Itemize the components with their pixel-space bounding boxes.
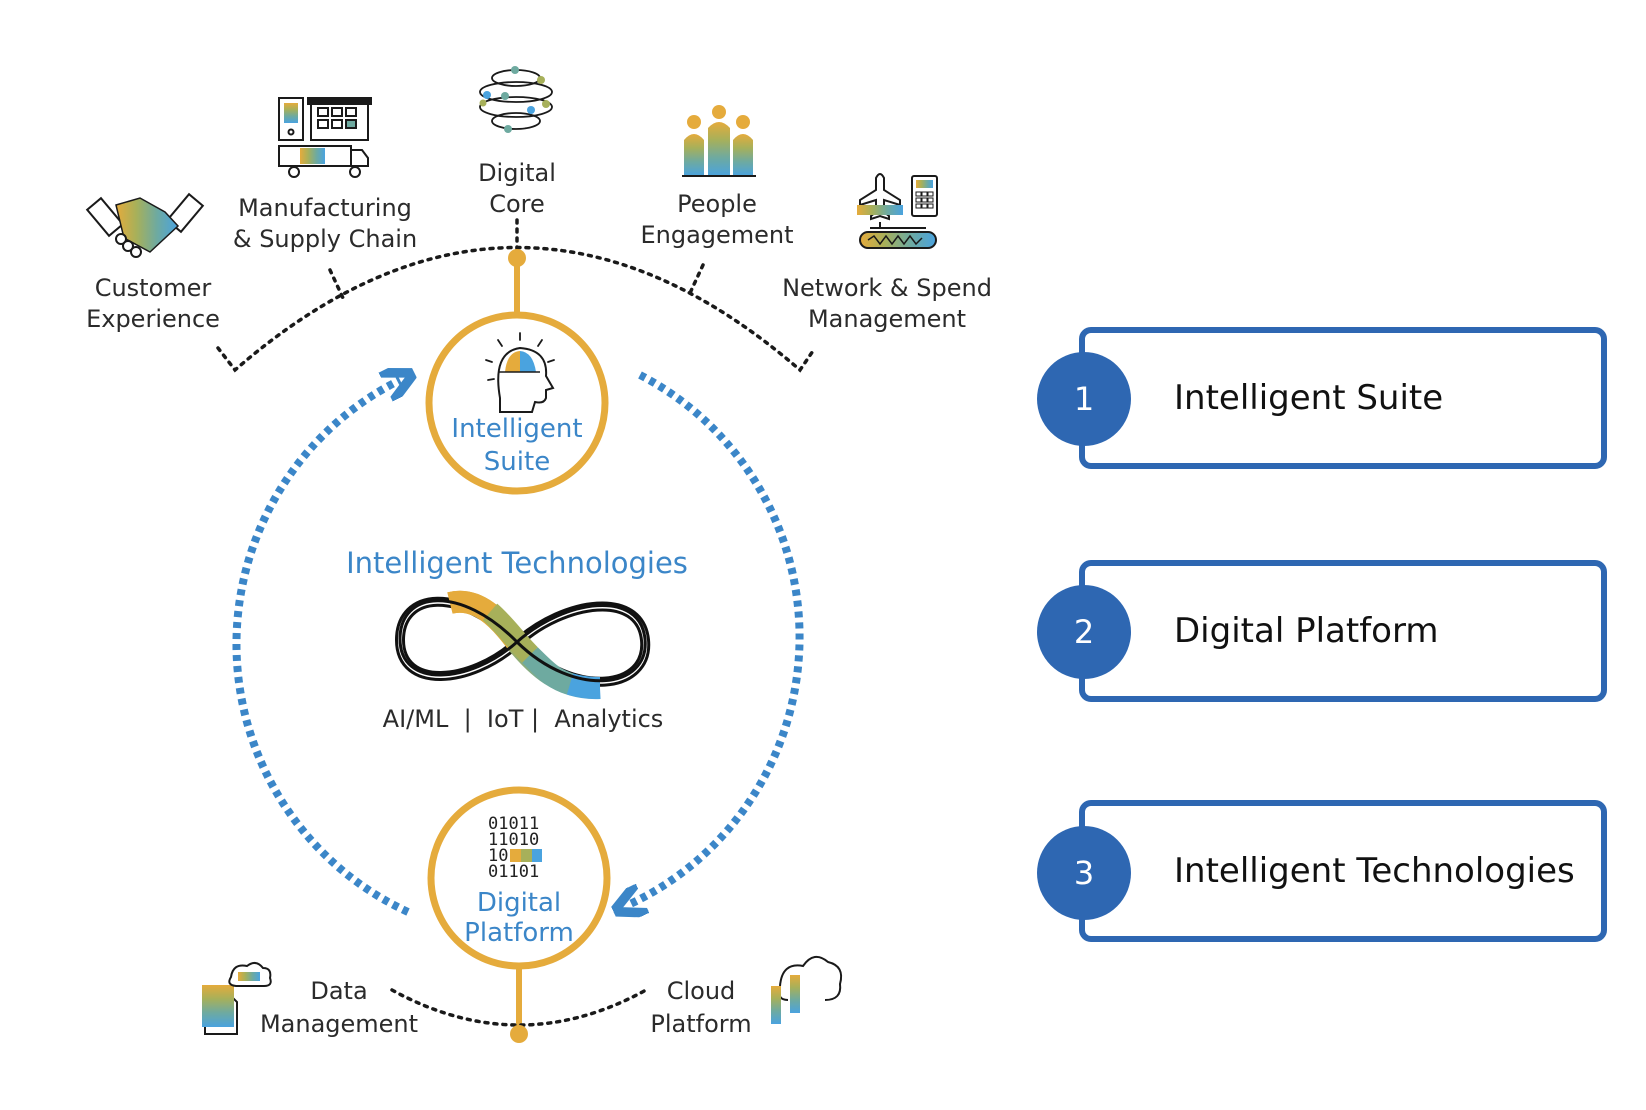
legend-label-intelligent-suite: Intelligent Suite [1174,378,1444,418]
bottom-connector-dot [510,1025,528,1043]
svg-text:01101: 01101 [488,862,539,882]
factory-truck-icon [278,97,372,178]
svg-text:01011: 01011 [488,814,539,834]
intelligent-suite-label-2: Suite [484,447,550,477]
digital-core-label-2: Core [489,190,545,218]
bottom-connector-arc [390,988,648,1027]
head-idea-icon [485,332,555,413]
binary-code-icon: 01011 11010 10 01101 [488,814,542,882]
tick-people [688,263,705,295]
documents-cloud-icon [202,962,272,1035]
data-management-label-2: Management [260,1010,418,1038]
legend-badge-1: 1 [1037,352,1131,446]
network-spend-label-1: Network & Spend [782,274,992,302]
digital-platform-label-2: Platform [464,918,574,948]
orbit-globe-icon [479,66,553,133]
customer-experience-label-1: Customer [95,274,212,302]
infinity-icon [394,590,651,700]
data-management-label-1: Data [310,977,367,1005]
manufacturing-label-1: Manufacturing [238,194,412,222]
cycle-arc-right [628,371,804,905]
legend-label-digital-platform: Digital Platform [1174,611,1439,651]
legend-badge-3: 3 [1037,826,1131,920]
tick-manufacturing [328,268,345,300]
legend-card-intelligent-suite: Intelligent Suite [1079,327,1607,469]
cloud-platform-label-2: Platform [650,1010,751,1038]
cloud-bars-icon [771,955,843,1024]
legend-label-intelligent-technologies: Intelligent Technologies [1174,851,1575,891]
people-group-icon [682,105,756,177]
svg-text:10: 10 [488,846,508,866]
people-engagement-label-2: Engagement [640,221,793,249]
digital-platform-label-1: Digital [477,888,561,918]
legend-badge-2: 2 [1037,585,1131,679]
digital-core-label-1: Digital [478,159,556,187]
intelligent-technologies-subtitle: AI/ML | IoT | Analytics [383,705,664,733]
airplane-calculator-icon [857,173,938,249]
legend-card-intelligent-technologies: Intelligent Technologies [1079,800,1607,942]
svg-text:11010: 11010 [488,830,539,850]
people-engagement-label-1: People [677,190,757,218]
handshake-icon [85,192,205,258]
customer-experience-label-2: Experience [86,305,220,333]
cycle-arc-left [232,380,408,916]
network-spend-label-2: Management [808,305,966,333]
legend-card-digital-platform: Digital Platform [1079,560,1607,702]
cloud-platform-label-1: Cloud [667,977,736,1005]
intelligent-suite-label-1: Intelligent [451,414,582,444]
manufacturing-label-2: & Supply Chain [233,225,417,253]
intelligent-technologies-title: Intelligent Technologies [346,546,688,580]
